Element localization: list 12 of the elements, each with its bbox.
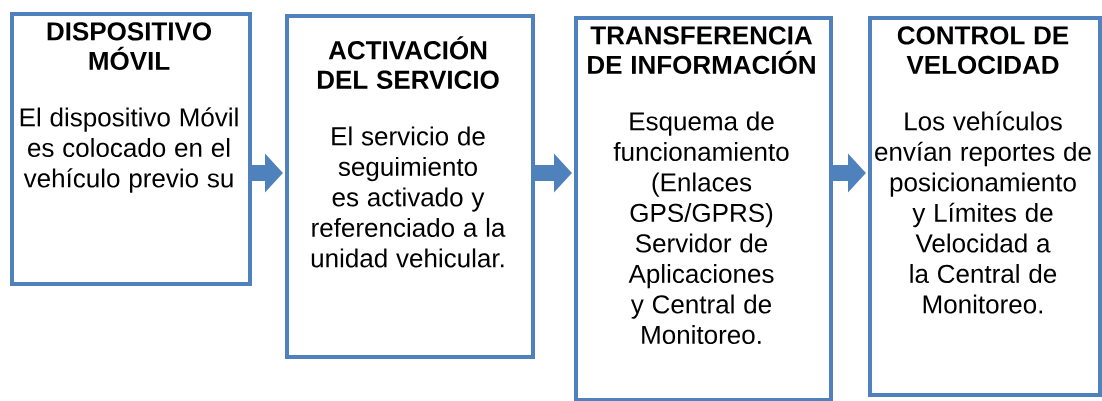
box-heading: CONTROL DE VELOCIDAD xyxy=(897,26,1069,75)
box-heading: TRANSFERENCIA DE INFORMACIÓN xyxy=(588,26,815,75)
box-text: Los vehículos envían reportes de posicionamiento y Límites de Velocidad a la Central de Monitoreo. xyxy=(875,111,1091,314)
process-box xyxy=(10,12,252,286)
box-text: Esquema de funcionamiento (Enlaces GPS/GPRS) Servidor de Aplicaciones y Central de Monitoreo. xyxy=(613,111,789,345)
process-box xyxy=(574,16,833,401)
box-text: El dispositivo Móvil es colocado en el vehículo previo su xyxy=(20,107,238,193)
process-box xyxy=(868,16,1102,397)
box-text: El servicio de seguimiento es activado y referenciado a la unidad vehicular. xyxy=(311,126,506,268)
box-heading: ACTIVACIÓN DEL SERVICIO xyxy=(317,36,499,89)
process-box xyxy=(285,14,535,359)
box-heading: DISPOSITIVO MÓVIL xyxy=(47,22,211,71)
